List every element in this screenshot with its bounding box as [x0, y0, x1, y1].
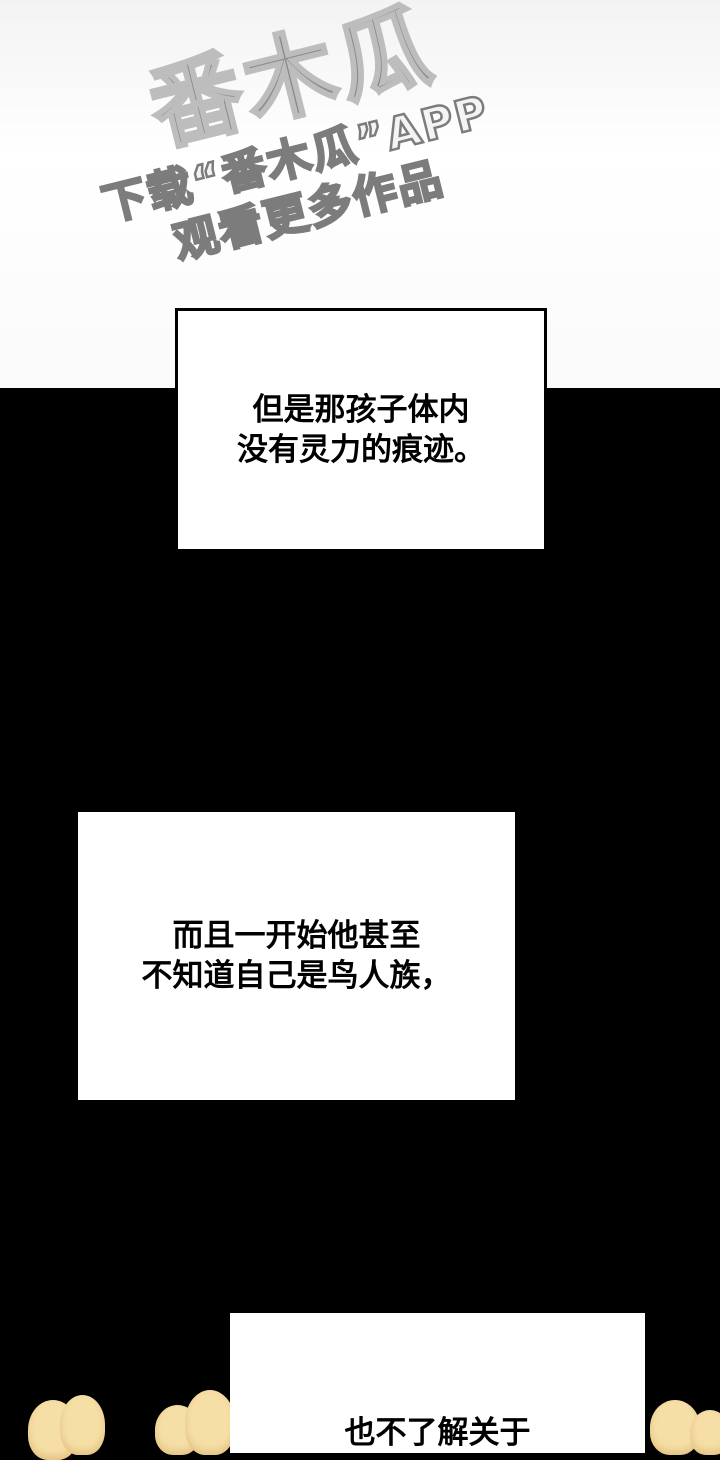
- caption-box-2: 而且一开始他甚至 不知道自己是鸟人族，: [78, 812, 515, 1100]
- glow-blob-icon: [690, 1410, 720, 1455]
- caption-text-3: 也不了解关于: [344, 1415, 531, 1451]
- glow-blob-icon: [185, 1390, 235, 1455]
- caption-text-2: 而且一开始他甚至 不知道自己是鸟人族，: [141, 918, 452, 994]
- glow-blob-icon: [60, 1395, 105, 1455]
- caption-box-3: 也不了解关于: [230, 1313, 645, 1453]
- caption-box-1: 但是那孩子体内 没有灵力的痕迹。: [175, 308, 547, 552]
- caption-text-1: 但是那孩子体内 没有灵力的痕迹。: [237, 392, 485, 468]
